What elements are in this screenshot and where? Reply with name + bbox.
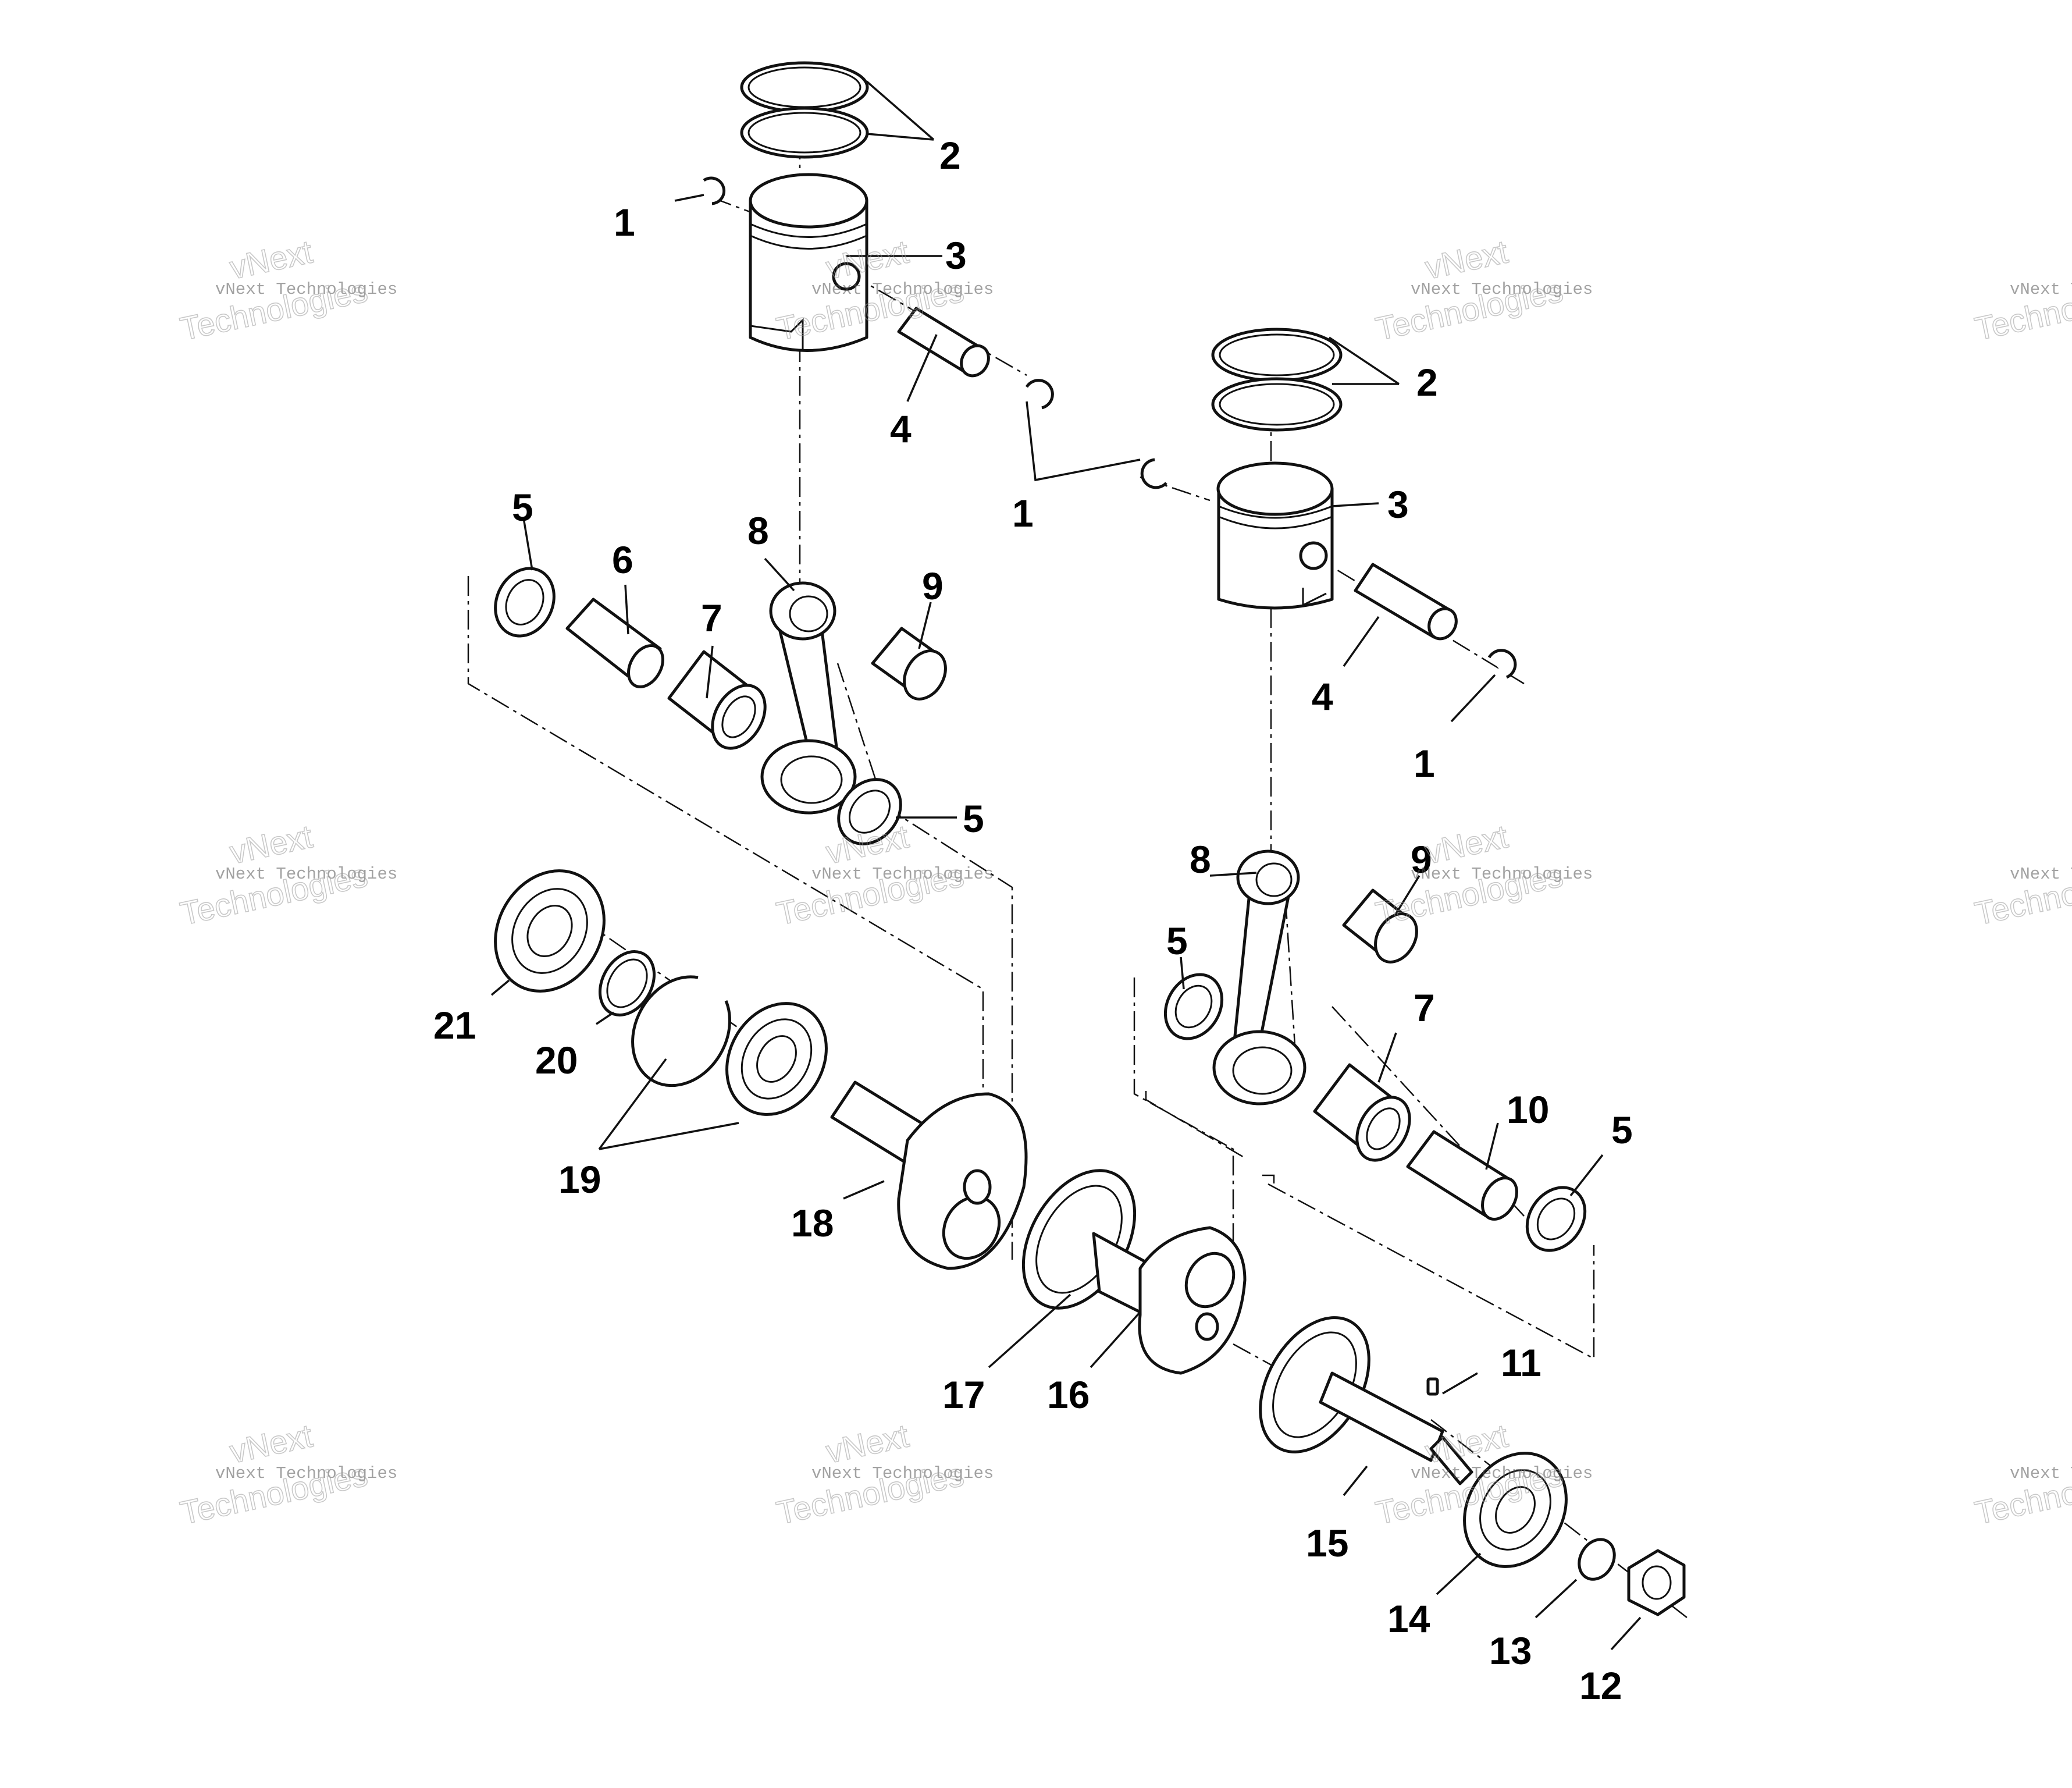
svg-text:vNext: vNext (1422, 233, 1511, 286)
needle-bearing-right-large (1313, 1063, 1411, 1162)
callout-7-right: 7 (1414, 986, 1435, 1029)
svg-text:vNext Technologies: vNext Technologies (811, 1464, 994, 1483)
watermark-6: vNext Technologies vNext Technologies (773, 817, 994, 932)
connecting-rod-left (760, 581, 857, 815)
callout-2-right: 2 (1416, 361, 1438, 404)
crankshaft-half-left (830, 1080, 1028, 1270)
callout-16: 16 (1047, 1373, 1090, 1416)
circlip-right (1487, 649, 1517, 679)
callout-1-right: 1 (1414, 742, 1435, 785)
washer-left-upper (494, 567, 556, 638)
svg-text:vNext Technologies: vNext Technologies (2010, 865, 2072, 884)
svg-text:vNext Technologies: vNext Technologies (1411, 865, 1593, 884)
ball-bearing-left-inner (725, 1002, 828, 1116)
svg-text:vNext Technologies: vNext Technologies (811, 280, 994, 299)
callout-labels: 2 1 3 4 1 2 3 4 1 5 6 7 8 9 5 8 9 5 7 10… (433, 134, 1633, 1707)
watermark-layer: vNext Technologies vNext Technologies vN… (177, 232, 2072, 1531)
piston-right (1216, 461, 1334, 610)
needle-bearing-right-small (1342, 888, 1418, 964)
svg-text:vNext Technologies: vNext Technologies (1411, 1464, 1593, 1483)
callout-5-left-lower: 5 (963, 797, 984, 840)
callout-6: 6 (612, 538, 633, 581)
svg-text:vNext Technologies: vNext Technologies (215, 1464, 397, 1483)
lock-washer (1578, 1538, 1616, 1581)
washer-right-left (1163, 973, 1224, 1040)
piston-pin-right (1354, 563, 1458, 641)
callout-14: 14 (1387, 1597, 1430, 1640)
callout-13: 13 (1489, 1629, 1532, 1672)
callout-5-right-left: 5 (1166, 919, 1188, 962)
svg-text:vNext Technologies: vNext Technologies (811, 865, 994, 884)
piston-upper (749, 173, 868, 352)
callout-1-upper: 1 (614, 201, 635, 244)
callout-17: 17 (942, 1373, 985, 1416)
watermark-1: vNext Technologies vNext Technologies (177, 232, 398, 347)
callout-19: 19 (558, 1158, 601, 1201)
svg-text:vNext Technologies: vNext Technologies (215, 865, 397, 884)
piston-rings-upper (740, 61, 869, 159)
watermark-10: vNext Technologies vNext Technologies (773, 1416, 994, 1531)
watermark-4: vNext Technologies Technologies (1971, 271, 2072, 347)
callout-7-left: 7 (701, 596, 722, 639)
watermark-5: vNext Technologies vNext Technologies (177, 817, 398, 932)
circlip-middle (1140, 458, 1167, 489)
ball-bearing-left-outer (494, 869, 606, 993)
ball-bearing-right (1463, 1452, 1568, 1568)
watermark-7: vNext Technologies vNext Technologies (1372, 817, 1593, 932)
callout-18: 18 (791, 1202, 834, 1245)
woodruff-key (1426, 1377, 1439, 1396)
callout-1-middle: 1 (1012, 492, 1034, 535)
callout-21: 21 (433, 1004, 476, 1047)
washer-right-right (1525, 1186, 1587, 1252)
callout-11: 11 (1501, 1341, 1541, 1384)
callout-15: 15 (1306, 1522, 1348, 1565)
callout-3-upper: 3 (945, 234, 967, 277)
oil-seal-ring-left (598, 950, 656, 1016)
svg-text:vNext: vNext (226, 233, 316, 286)
callout-10: 10 (1507, 1088, 1549, 1131)
callout-8-right: 8 (1190, 838, 1211, 881)
callout-2-upper: 2 (939, 134, 961, 177)
callout-9-left: 9 (922, 564, 944, 607)
callout-8-left: 8 (747, 509, 769, 552)
callout-4-upper: 4 (890, 407, 912, 450)
piston-rings-right (1211, 328, 1343, 432)
needle-bearing-left-small (871, 627, 947, 701)
crank-pin-left (565, 598, 664, 688)
nut (1627, 1549, 1686, 1616)
connecting-rod-right (1212, 849, 1306, 1105)
svg-text:vNext: vNext (226, 817, 316, 870)
piston-pin-upper (897, 307, 990, 378)
watermark-12: vNext Technologies Technologies (1971, 1455, 2072, 1531)
crank-pin-right (1406, 1130, 1518, 1221)
svg-text:vNext Technologies: vNext Technologies (2010, 1464, 2072, 1483)
watermark-8: vNext Technologies Technologies (1971, 856, 2072, 932)
svg-text:vNext: vNext (226, 1417, 316, 1470)
circlip-upper-left (703, 176, 726, 205)
leader-lines (490, 80, 1642, 1651)
circlip-upper-right (1025, 379, 1054, 410)
callout-3-right: 3 (1387, 483, 1409, 526)
callout-12: 12 (1579, 1664, 1622, 1707)
callout-5-right-right: 5 (1611, 1108, 1633, 1151)
watermark-3: vNext Technologies vNext Technologies (1372, 232, 1593, 347)
snap-ring-left (631, 975, 731, 1087)
crankshaft-half-right (1259, 1316, 1473, 1485)
svg-text:vNext Technologies: vNext Technologies (215, 280, 397, 299)
svg-text:vNext: vNext (823, 1417, 912, 1470)
svg-text:vNext Technologies: vNext Technologies (2010, 280, 2072, 299)
washer-left-lower (837, 778, 902, 845)
callout-4-right: 4 (1312, 675, 1333, 718)
svg-text:vNext: vNext (1422, 817, 1511, 870)
crankshaft-center (1021, 1169, 1247, 1375)
svg-text:vNext Technologies: vNext Technologies (1411, 280, 1593, 299)
needle-bearing-left-large (667, 650, 767, 750)
svg-text:vNext: vNext (823, 817, 912, 870)
watermark-9: vNext Technologies vNext Technologies (177, 1416, 398, 1531)
callout-20: 20 (535, 1039, 578, 1082)
callout-9-right: 9 (1411, 838, 1432, 881)
callout-5-left-upper: 5 (512, 486, 533, 529)
